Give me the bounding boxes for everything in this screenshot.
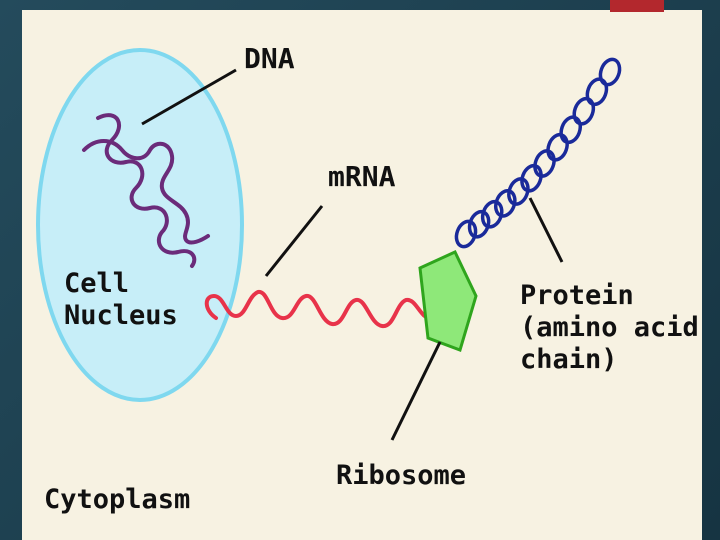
dna-label: DNA: [244, 42, 295, 75]
ribosome-label: Ribosome: [336, 460, 466, 491]
dna-leader-line: [141, 68, 237, 126]
cell-nucleus-label-line2: Nucleus: [64, 300, 178, 331]
ribosome-leader-line: [390, 341, 442, 441]
amino-acid-ring: [520, 163, 543, 193]
cell-nucleus-label-line1: Cell: [64, 268, 129, 299]
ribosome: [418, 250, 478, 352]
mrna-strand: [204, 290, 450, 328]
amino-acid-ring: [454, 219, 478, 249]
protein-label-line2: (amino acid: [520, 312, 699, 343]
cell-nucleus: [36, 48, 244, 402]
amino-acid-ring: [559, 115, 583, 145]
cytoplasm-label: Cytoplasm: [44, 484, 190, 515]
amino-acid-ring: [598, 57, 622, 87]
amino-acid-ring: [467, 209, 491, 239]
amino-acid-ring: [546, 132, 569, 162]
protein-leader-line: [528, 197, 564, 263]
dna-helix: [82, 113, 210, 268]
protein-label-line3: chain): [520, 344, 618, 375]
protein-chain: [454, 57, 622, 249]
corner-accent: [610, 0, 664, 12]
amino-acid-ring: [585, 77, 609, 107]
mrna-leader-line: [264, 205, 324, 277]
protein-label-line1: Protein: [520, 280, 634, 311]
amino-acid-ring: [572, 96, 596, 126]
mrna-label: mRNA: [328, 160, 396, 193]
amino-acid-ring: [533, 149, 556, 178]
